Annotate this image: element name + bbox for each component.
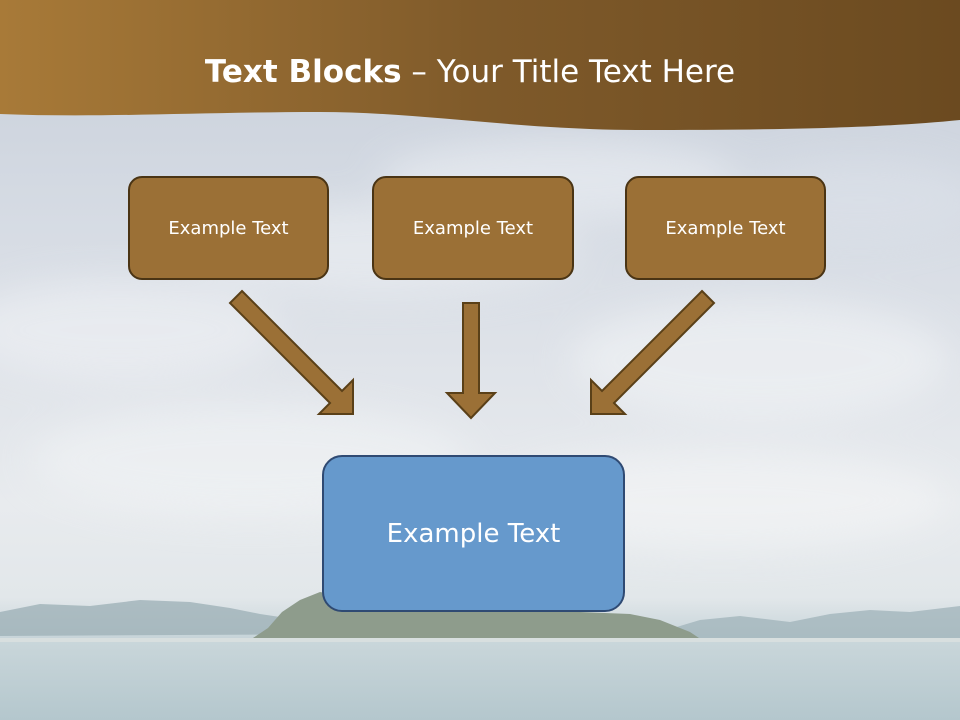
arrow-right-diagonal xyxy=(590,289,716,415)
title-rest: – Your Title Text Here xyxy=(401,54,736,90)
source-box-2-label: Example Text xyxy=(412,217,534,239)
title-bold: Text Blocks xyxy=(204,54,402,90)
target-box-label: Example Text xyxy=(386,518,561,549)
target-box: Example Text xyxy=(322,455,625,612)
slide-title: Text Blocks – Your Title Text Here xyxy=(0,54,940,90)
source-box-3: Example Text xyxy=(625,176,826,280)
source-box-2: Example Text xyxy=(372,176,574,280)
source-box-1: Example Text xyxy=(128,176,329,280)
source-box-1-label: Example Text xyxy=(168,217,289,239)
source-box-3-label: Example Text xyxy=(665,217,786,239)
arrow-left-diagonal xyxy=(228,289,354,415)
arrow-center-down xyxy=(444,302,498,420)
